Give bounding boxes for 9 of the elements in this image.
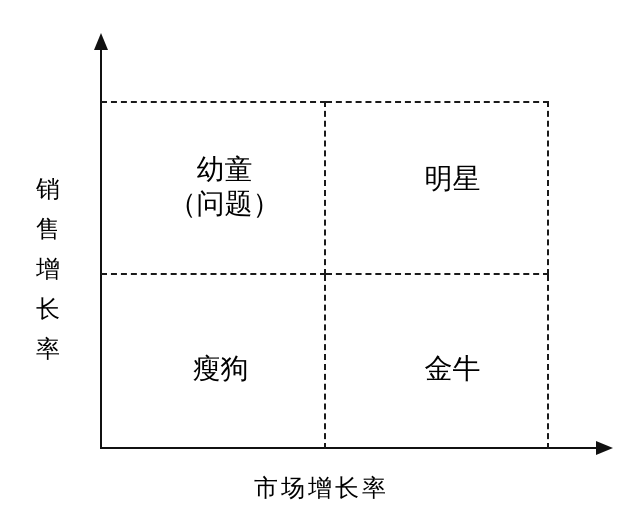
quadrant-label: 瘦狗 bbox=[192, 353, 248, 387]
quadrant-label: 幼童 bbox=[196, 154, 252, 188]
quadrant-box bbox=[101, 101, 326, 275]
quadrant-sublabel: （问题） bbox=[168, 188, 280, 222]
quadrant-box bbox=[326, 101, 549, 275]
y-axis-label: 销售增长率 bbox=[36, 176, 60, 365]
x-axis-label: 市场增长率 bbox=[254, 474, 389, 504]
quadrant-label: 金牛 bbox=[424, 353, 480, 387]
quadrant-label: 明星 bbox=[424, 163, 480, 197]
